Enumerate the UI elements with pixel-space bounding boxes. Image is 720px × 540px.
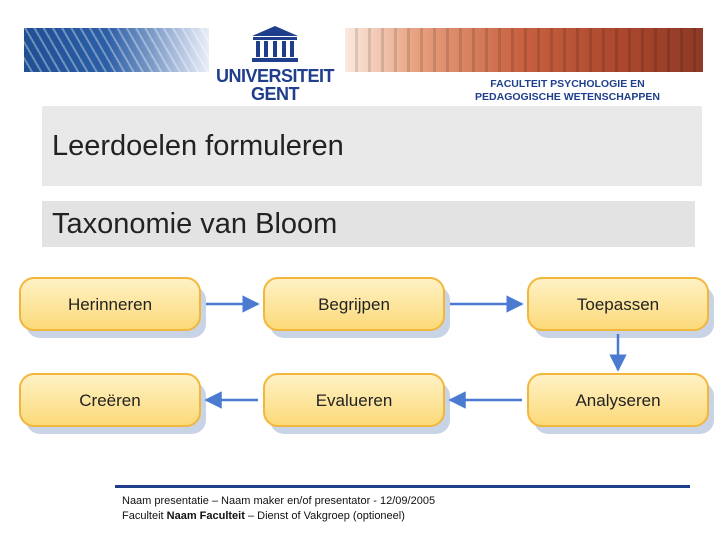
node-box xyxy=(19,277,201,331)
faculty-name: FACULTEIT PSYCHOLOGIE EN PEDAGOGISCHE WE… xyxy=(470,78,665,104)
node-label: Herinneren xyxy=(68,295,152,314)
building-icon xyxy=(252,26,298,62)
footer-faculty: Naam Faculteit xyxy=(166,510,245,522)
header-banner-left xyxy=(24,28,209,72)
node-herinneren: Herinneren xyxy=(19,277,206,338)
node-creeren: Creëren xyxy=(19,373,206,434)
footer-divider xyxy=(115,485,690,488)
node-toepassen: Toepassen xyxy=(527,277,714,338)
node-analyseren: Analyseren xyxy=(527,373,714,434)
logo-text-universiteit: UNIVERSITEIT xyxy=(215,66,335,86)
node-label: Evalueren xyxy=(316,391,393,410)
node-box xyxy=(19,373,201,427)
node-box xyxy=(263,373,445,427)
header-banner-right xyxy=(345,28,703,72)
node-label: Creëren xyxy=(79,391,140,410)
title-box: Leerdoelen formuleren xyxy=(42,106,702,186)
node-box xyxy=(527,277,709,331)
footer-line-1: Naam presentatie – Naam maker en/of pres… xyxy=(122,495,436,507)
faculty-line-1: FACULTEIT PSYCHOLOGIE EN xyxy=(490,78,645,90)
node-evalueren: Evalueren xyxy=(263,373,450,434)
faculty-line-2: PEDAGOGISCHE WETENSCHAPPEN xyxy=(475,91,660,103)
logo-text-gent: GENT xyxy=(250,84,300,104)
node-label: Analyseren xyxy=(575,391,660,410)
footer-suffix: – Dienst of Vakgroep (optioneel) xyxy=(244,510,405,522)
node-label: Toepassen xyxy=(577,295,659,314)
subtitle-box: Taxonomie van Bloom xyxy=(42,201,695,247)
footer: Naam presentatie – Naam maker en/of pres… xyxy=(122,494,435,524)
node-box xyxy=(527,373,709,427)
footer-line-2: Faculteit Naam Faculteit – Dienst of Vak… xyxy=(122,509,435,524)
footer-prefix: Faculteit xyxy=(122,510,167,522)
university-logo: UNIVERSITEIT GENT xyxy=(210,22,340,104)
slide-title: Leerdoelen formuleren xyxy=(52,130,344,162)
slide-subtitle: Taxonomie van Bloom xyxy=(52,208,338,240)
node-box xyxy=(263,277,445,331)
node-label: Begrijpen xyxy=(318,295,390,314)
node-begrijpen: Begrijpen xyxy=(263,277,450,338)
